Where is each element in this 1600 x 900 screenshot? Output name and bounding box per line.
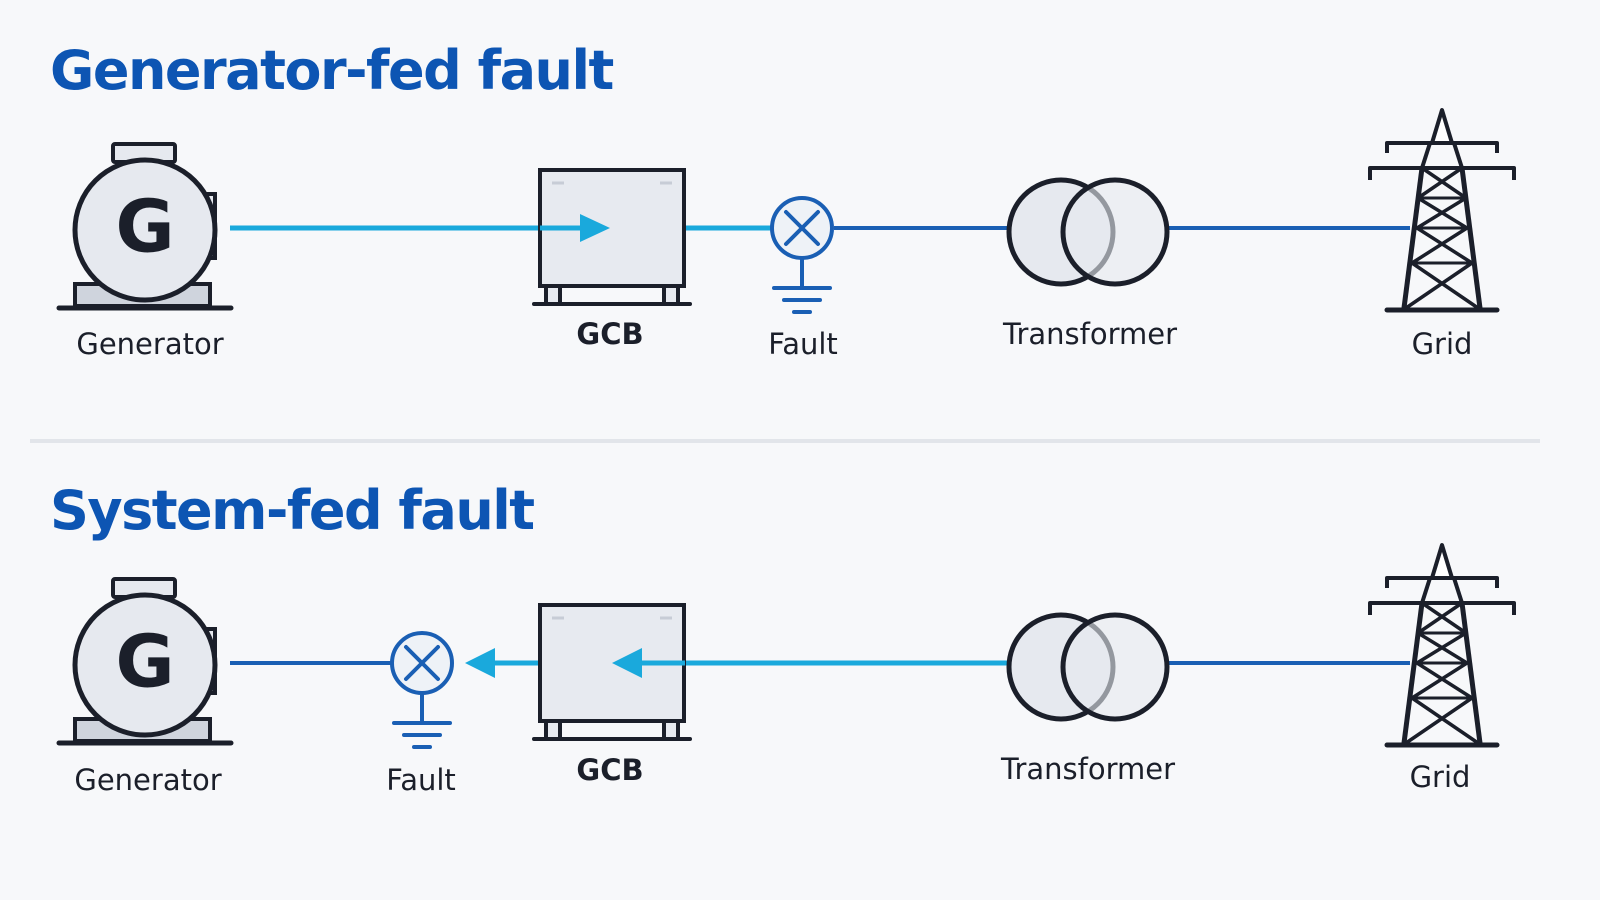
gcb-label: GCB bbox=[576, 753, 644, 787]
fault-icon bbox=[770, 196, 834, 314]
ground-icon bbox=[772, 258, 832, 314]
fault-icon bbox=[390, 631, 454, 749]
generator-icon: G bbox=[59, 144, 231, 308]
transformer-icon bbox=[1006, 177, 1170, 287]
transformer-label: Transformer bbox=[1002, 317, 1178, 351]
section-title-system-fed: System-fed fault bbox=[50, 479, 535, 542]
generator-icon: G bbox=[59, 579, 231, 743]
current-flow-arrow-icon bbox=[465, 648, 495, 678]
grid-label: Grid bbox=[1409, 760, 1471, 794]
fault-label: Fault bbox=[768, 327, 838, 361]
generator-label: Generator bbox=[76, 327, 224, 361]
section-title-generator-fed: Generator-fed fault bbox=[50, 39, 614, 102]
generator-fed-diagram: G bbox=[59, 110, 1514, 314]
gcb-icon bbox=[532, 168, 692, 306]
current-flow-arrow-icon bbox=[612, 648, 642, 678]
fault-label: Fault bbox=[386, 763, 456, 797]
gcb-icon bbox=[532, 603, 692, 741]
transformer-label: Transformer bbox=[1000, 752, 1176, 786]
transmission-tower-icon bbox=[1370, 545, 1514, 745]
gcb-label: GCB bbox=[576, 317, 644, 351]
transmission-tower-icon bbox=[1370, 110, 1514, 310]
current-flow-arrow-icon bbox=[580, 214, 610, 242]
transformer-icon bbox=[1006, 612, 1170, 722]
generator-label: Generator bbox=[74, 763, 222, 797]
grid-label: Grid bbox=[1411, 327, 1473, 361]
generator-symbol: G bbox=[115, 620, 174, 704]
system-fed-diagram: G bbox=[59, 545, 1514, 749]
ground-icon bbox=[392, 693, 452, 749]
generator-symbol: G bbox=[115, 185, 174, 269]
